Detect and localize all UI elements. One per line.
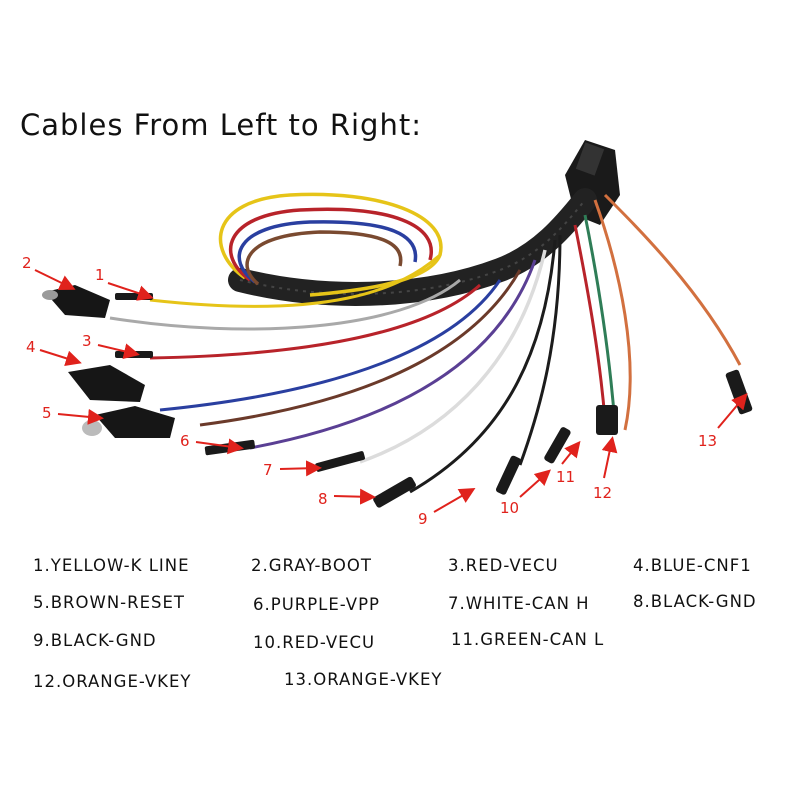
legend-item-12: 12.ORANGE-VKEY [33, 672, 192, 691]
legend-item-6: 6.PURPLE-VPP [253, 595, 380, 614]
callout-4: 4 [26, 338, 36, 356]
wire-red [149, 283, 482, 360]
legend-item-5: 5.BROWN-RESET [33, 593, 185, 612]
wire-orange-13 [603, 193, 742, 366]
wire-gray [109, 278, 461, 331]
legend-item-4: 4.BLUE-CNF1 [633, 556, 752, 575]
callout-13: 13 [698, 432, 717, 450]
callout-5: 5 [42, 404, 52, 422]
page-title: Cables From Left to Right: [20, 108, 422, 142]
callout-6: 6 [180, 432, 190, 450]
legend-item-13: 13.ORANGE-VKEY [284, 670, 443, 689]
wire-blue [159, 279, 502, 412]
callout-11: 11 [556, 468, 575, 486]
legend-item-2: 2.GRAY-BOOT [251, 556, 372, 575]
callout-1: 1 [95, 266, 105, 284]
callout-2: 2 [22, 254, 32, 272]
wire-yellow [149, 253, 441, 308]
legend-item-8: 8.BLACK-GND [633, 592, 757, 611]
wire-black-9 [518, 234, 562, 466]
wire-brown [199, 269, 522, 427]
wire-green [583, 214, 617, 426]
legend-item-1: 1.YELLOW-K LINE [33, 556, 190, 575]
callout-12: 12 [593, 484, 612, 502]
wire-orange-12 [593, 199, 632, 431]
callout-7: 7 [263, 461, 273, 479]
legend-item-10: 10.RED-VECU [253, 633, 376, 652]
callout-9: 9 [418, 510, 428, 528]
wire-red-10 [573, 224, 607, 421]
legend-item-9: 9.BLACK-GND [33, 631, 157, 650]
alligator-clips [42, 285, 175, 438]
wire-white [359, 249, 547, 464]
callout-8: 8 [318, 490, 328, 508]
wire-black-8 [409, 239, 557, 494]
legend-item-3: 3.RED-VECU [448, 556, 559, 575]
legend-item-7: 7.WHITE-CAN H [448, 594, 590, 613]
legend-item-11: 11.GREEN-CAN L [451, 630, 605, 649]
callout-10: 10 [500, 499, 519, 517]
callout-3: 3 [82, 332, 92, 350]
wire-purple [249, 259, 537, 450]
